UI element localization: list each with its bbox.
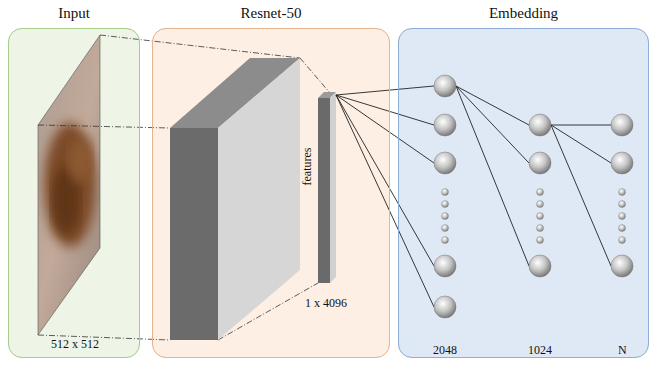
illustration-shape bbox=[38, 125, 170, 128]
embedding-panel: Embedding bbox=[398, 28, 649, 358]
network-links bbox=[336, 86, 611, 307]
illustration-shape bbox=[611, 152, 633, 174]
illustration-shape bbox=[100, 35, 300, 58]
illustration-shape bbox=[619, 201, 626, 208]
illustration-shape bbox=[619, 237, 626, 244]
illustration-shape bbox=[434, 75, 456, 97]
panel-title: Resnet-50 bbox=[241, 5, 302, 22]
input-image bbox=[30, 30, 110, 340]
illustration-shape bbox=[170, 128, 218, 340]
illustration-shape bbox=[537, 201, 544, 208]
image-outline bbox=[38, 35, 100, 335]
illustration-shape bbox=[611, 255, 633, 277]
illustration-shape bbox=[68, 138, 92, 182]
panel-title: Input bbox=[58, 5, 90, 22]
layer-size: N bbox=[618, 343, 627, 358]
illustration-shape bbox=[434, 152, 456, 174]
layer-size: 2048 bbox=[433, 343, 457, 358]
illustration-shape bbox=[456, 86, 529, 163]
illustration-shape bbox=[537, 225, 544, 232]
size-label: 512 x 512 bbox=[51, 337, 99, 352]
illustration-shape bbox=[330, 92, 336, 283]
illustration-shape bbox=[442, 189, 449, 196]
projection-lines bbox=[38, 35, 330, 340]
illustration-shape bbox=[442, 237, 449, 244]
illustration-shape bbox=[336, 95, 434, 266]
input-panel: Input512 x 512 bbox=[8, 28, 140, 358]
illustration-shape bbox=[434, 296, 456, 318]
backbone-panel: Resnet-501 x 4096features bbox=[152, 28, 390, 358]
illustration-shape bbox=[336, 95, 434, 163]
illustration-shape bbox=[336, 86, 434, 95]
illustration-shape bbox=[300, 58, 330, 93]
illustration-shape bbox=[529, 152, 551, 174]
feature-vector: features bbox=[319, 99, 331, 284]
panel-fill bbox=[152, 28, 390, 358]
illustration-shape bbox=[551, 125, 611, 163]
illustration-shape bbox=[537, 213, 544, 220]
feature-bar bbox=[318, 92, 336, 283]
illustration-shape bbox=[619, 225, 626, 232]
illustration-shape bbox=[619, 213, 626, 220]
vertical-label: features bbox=[300, 148, 315, 186]
illustration-shape bbox=[529, 255, 551, 277]
illustration-shape bbox=[434, 255, 456, 277]
illustration-shape bbox=[442, 225, 449, 232]
ellipsis-dots bbox=[442, 189, 626, 244]
illustration-shape bbox=[551, 125, 611, 266]
illustration-shape bbox=[619, 189, 626, 196]
illustration-shape bbox=[551, 125, 611, 126]
illustration-shape bbox=[456, 86, 529, 125]
panel-fill bbox=[398, 28, 649, 358]
illustration-shape bbox=[336, 95, 434, 307]
panel-fills bbox=[8, 28, 649, 358]
panel-title: Embedding bbox=[489, 5, 558, 22]
illustration-shape bbox=[537, 189, 544, 196]
neurons bbox=[434, 75, 633, 318]
illustration-shape bbox=[218, 58, 300, 340]
conv-block bbox=[170, 58, 300, 340]
illustration-shape bbox=[318, 98, 330, 283]
illustration-shape bbox=[434, 114, 456, 136]
layer-size: 1024 bbox=[528, 343, 552, 358]
illustration-shape bbox=[537, 237, 544, 244]
size-label: 1 x 4096 bbox=[305, 296, 347, 311]
illustration-shape bbox=[442, 213, 449, 220]
illustration-shape bbox=[442, 201, 449, 208]
panel-fill bbox=[8, 28, 140, 358]
illustration-shape bbox=[529, 114, 551, 136]
illustration-shape bbox=[611, 114, 633, 136]
illustration-shape bbox=[456, 86, 529, 266]
illustration-shape bbox=[44, 123, 96, 247]
illustration-shape bbox=[30, 30, 110, 340]
